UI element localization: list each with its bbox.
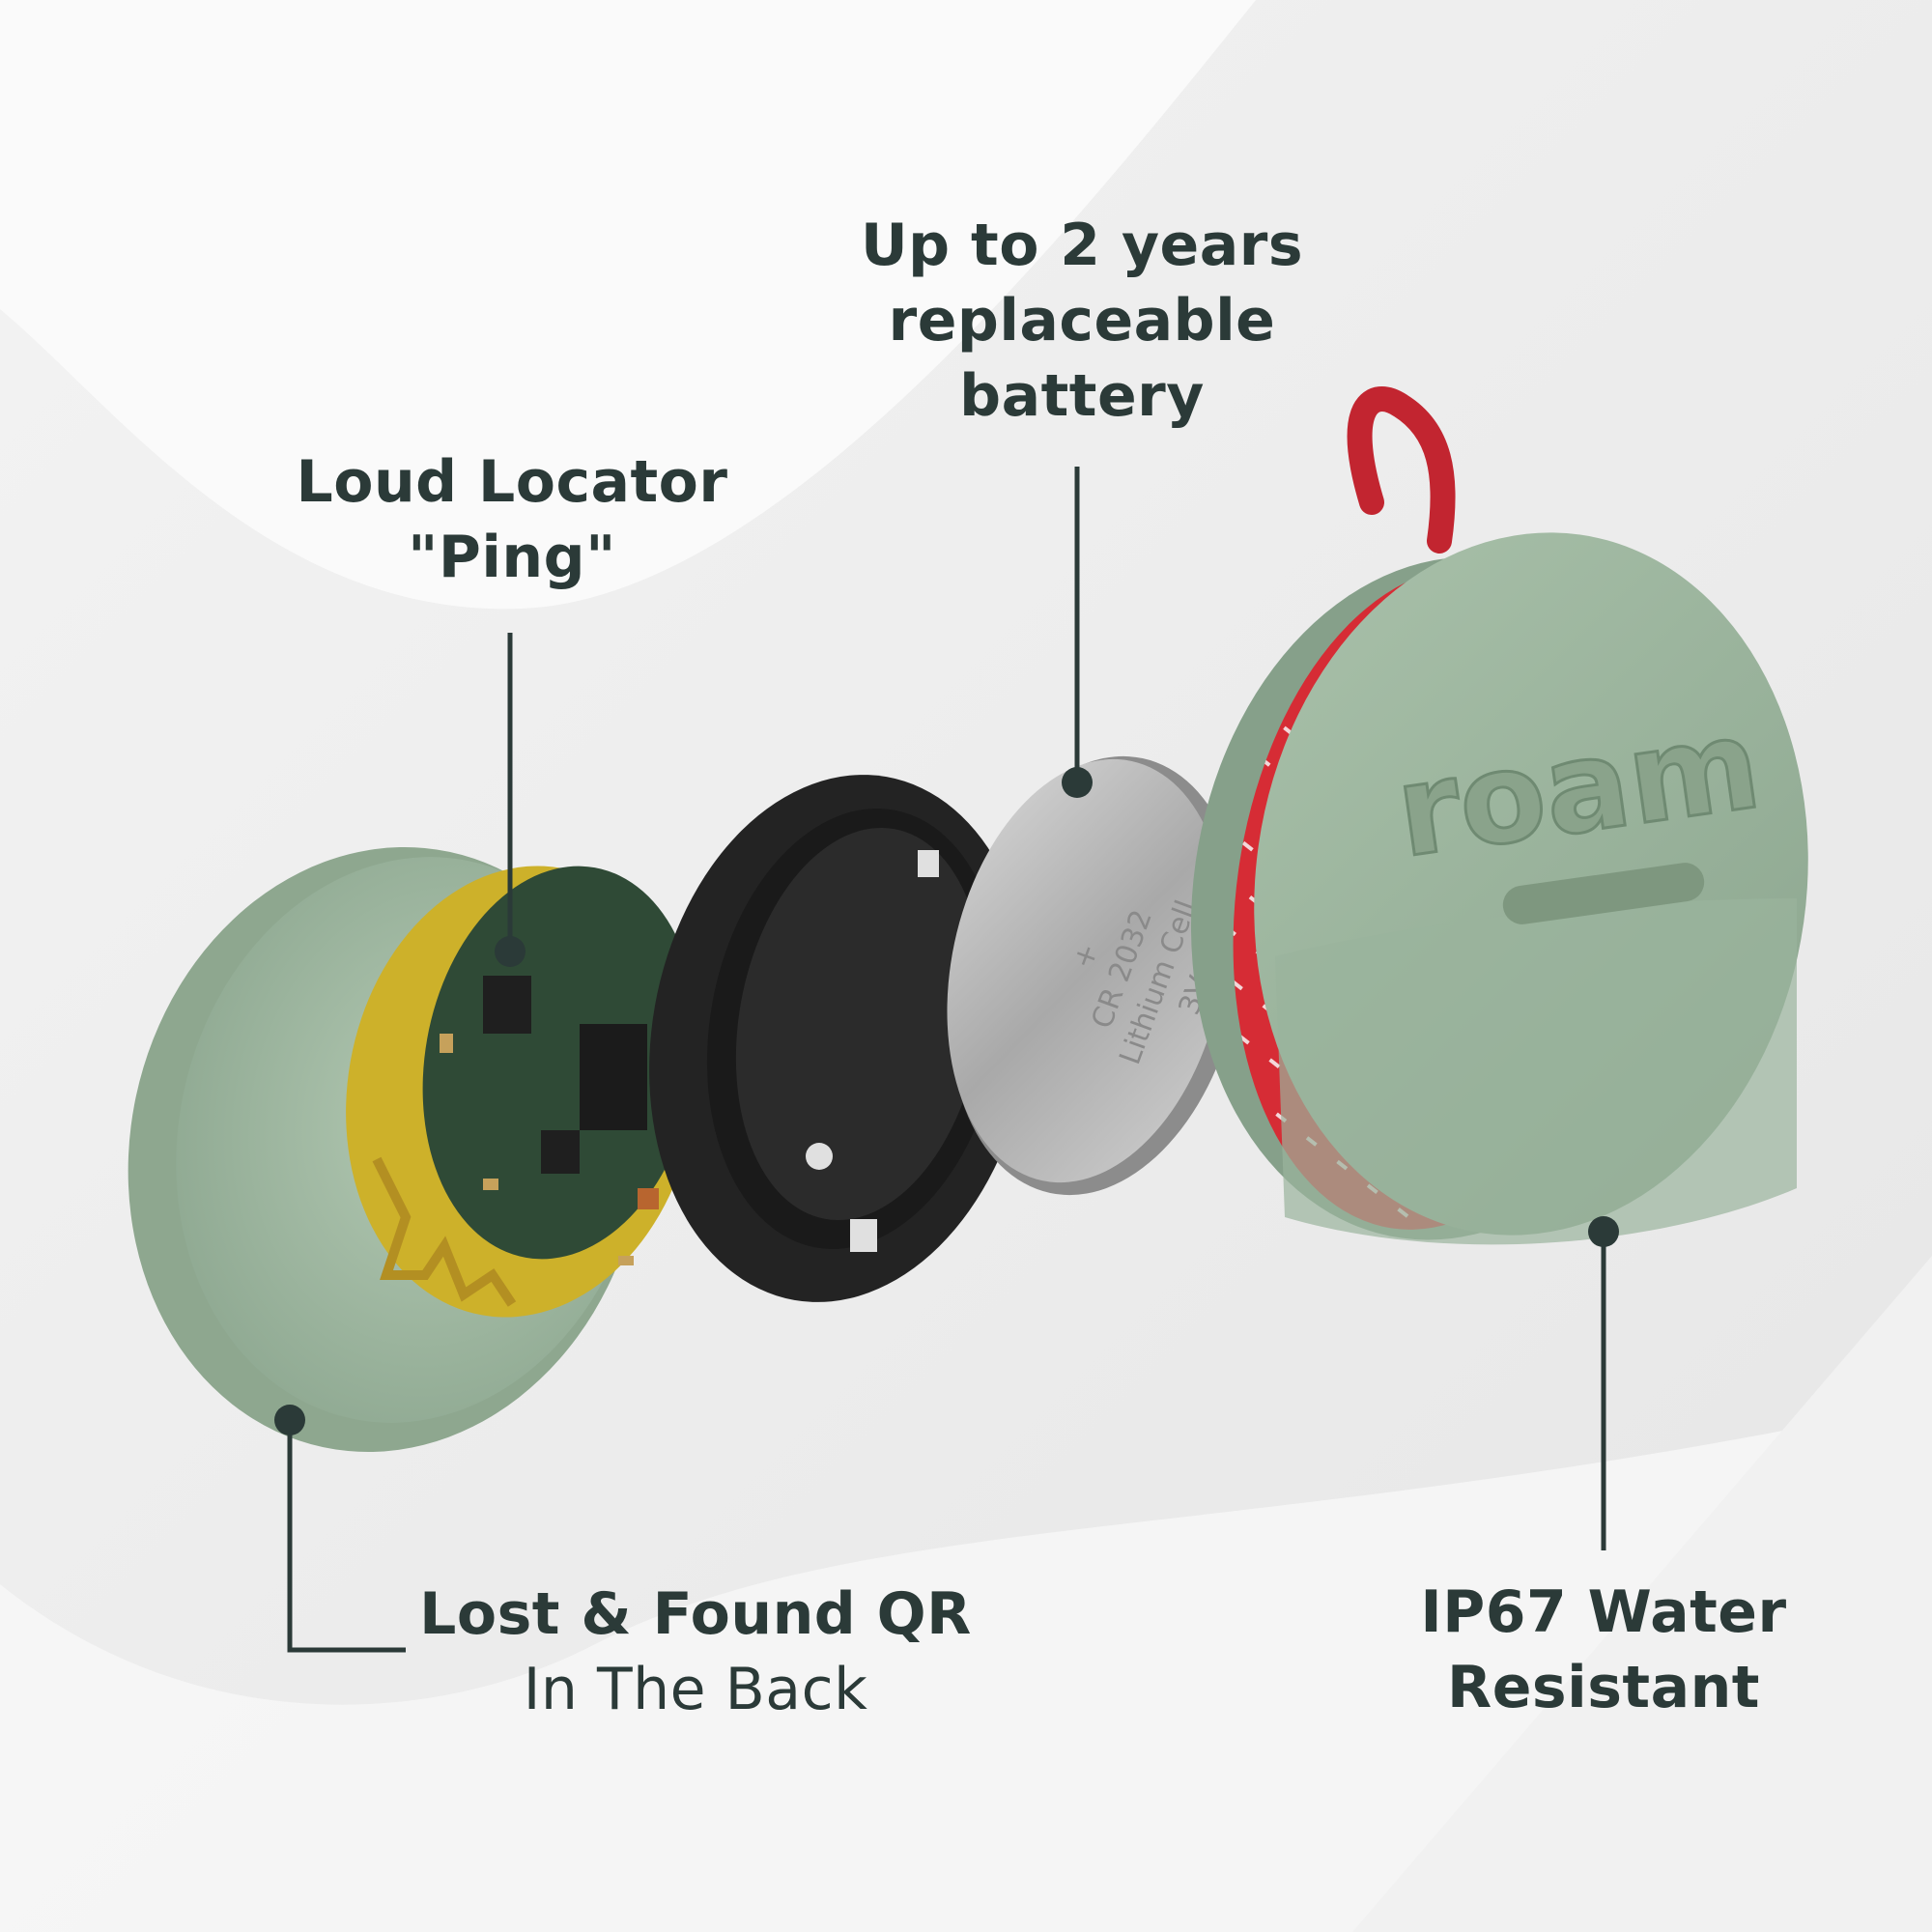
ping-callout-line2: "Ping" <box>408 524 616 591</box>
water-callout-line1: IP67 Water <box>1420 1578 1787 1646</box>
ping-callout: Loud Locator "Ping" <box>261 444 763 595</box>
water-marker-dot <box>1588 1216 1619 1247</box>
ping-marker-dot <box>495 936 526 967</box>
battery-marker-dot <box>1062 767 1093 798</box>
ping-callout-line1: Loud Locator <box>296 448 728 516</box>
callout-lines <box>287 467 1606 1653</box>
qr-callout-line2: In The Back <box>523 1656 868 1723</box>
gasket-frame <box>649 775 1032 1302</box>
battery-callout-line3: battery <box>959 362 1205 430</box>
water-callout: IP67 Water Resistant <box>1352 1575 1855 1725</box>
water-callout-line2: Resistant <box>1447 1654 1760 1721</box>
qr-callout: Lost & Found QR In The Back <box>386 1577 1005 1727</box>
front-tag: roam <box>1190 386 1808 1245</box>
qr-marker-dot <box>274 1405 305 1435</box>
qr-callout-line1: Lost & Found QR <box>419 1580 972 1648</box>
battery-callout-line1: Up to 2 years <box>860 212 1304 279</box>
circuit-board <box>346 866 698 1318</box>
battery-callout: Up to 2 years replaceable battery <box>811 208 1352 434</box>
battery-callout-line2: replaceable <box>888 287 1276 355</box>
coin-battery: + CR 2032 Lithium Cell 3V <box>947 755 1244 1196</box>
